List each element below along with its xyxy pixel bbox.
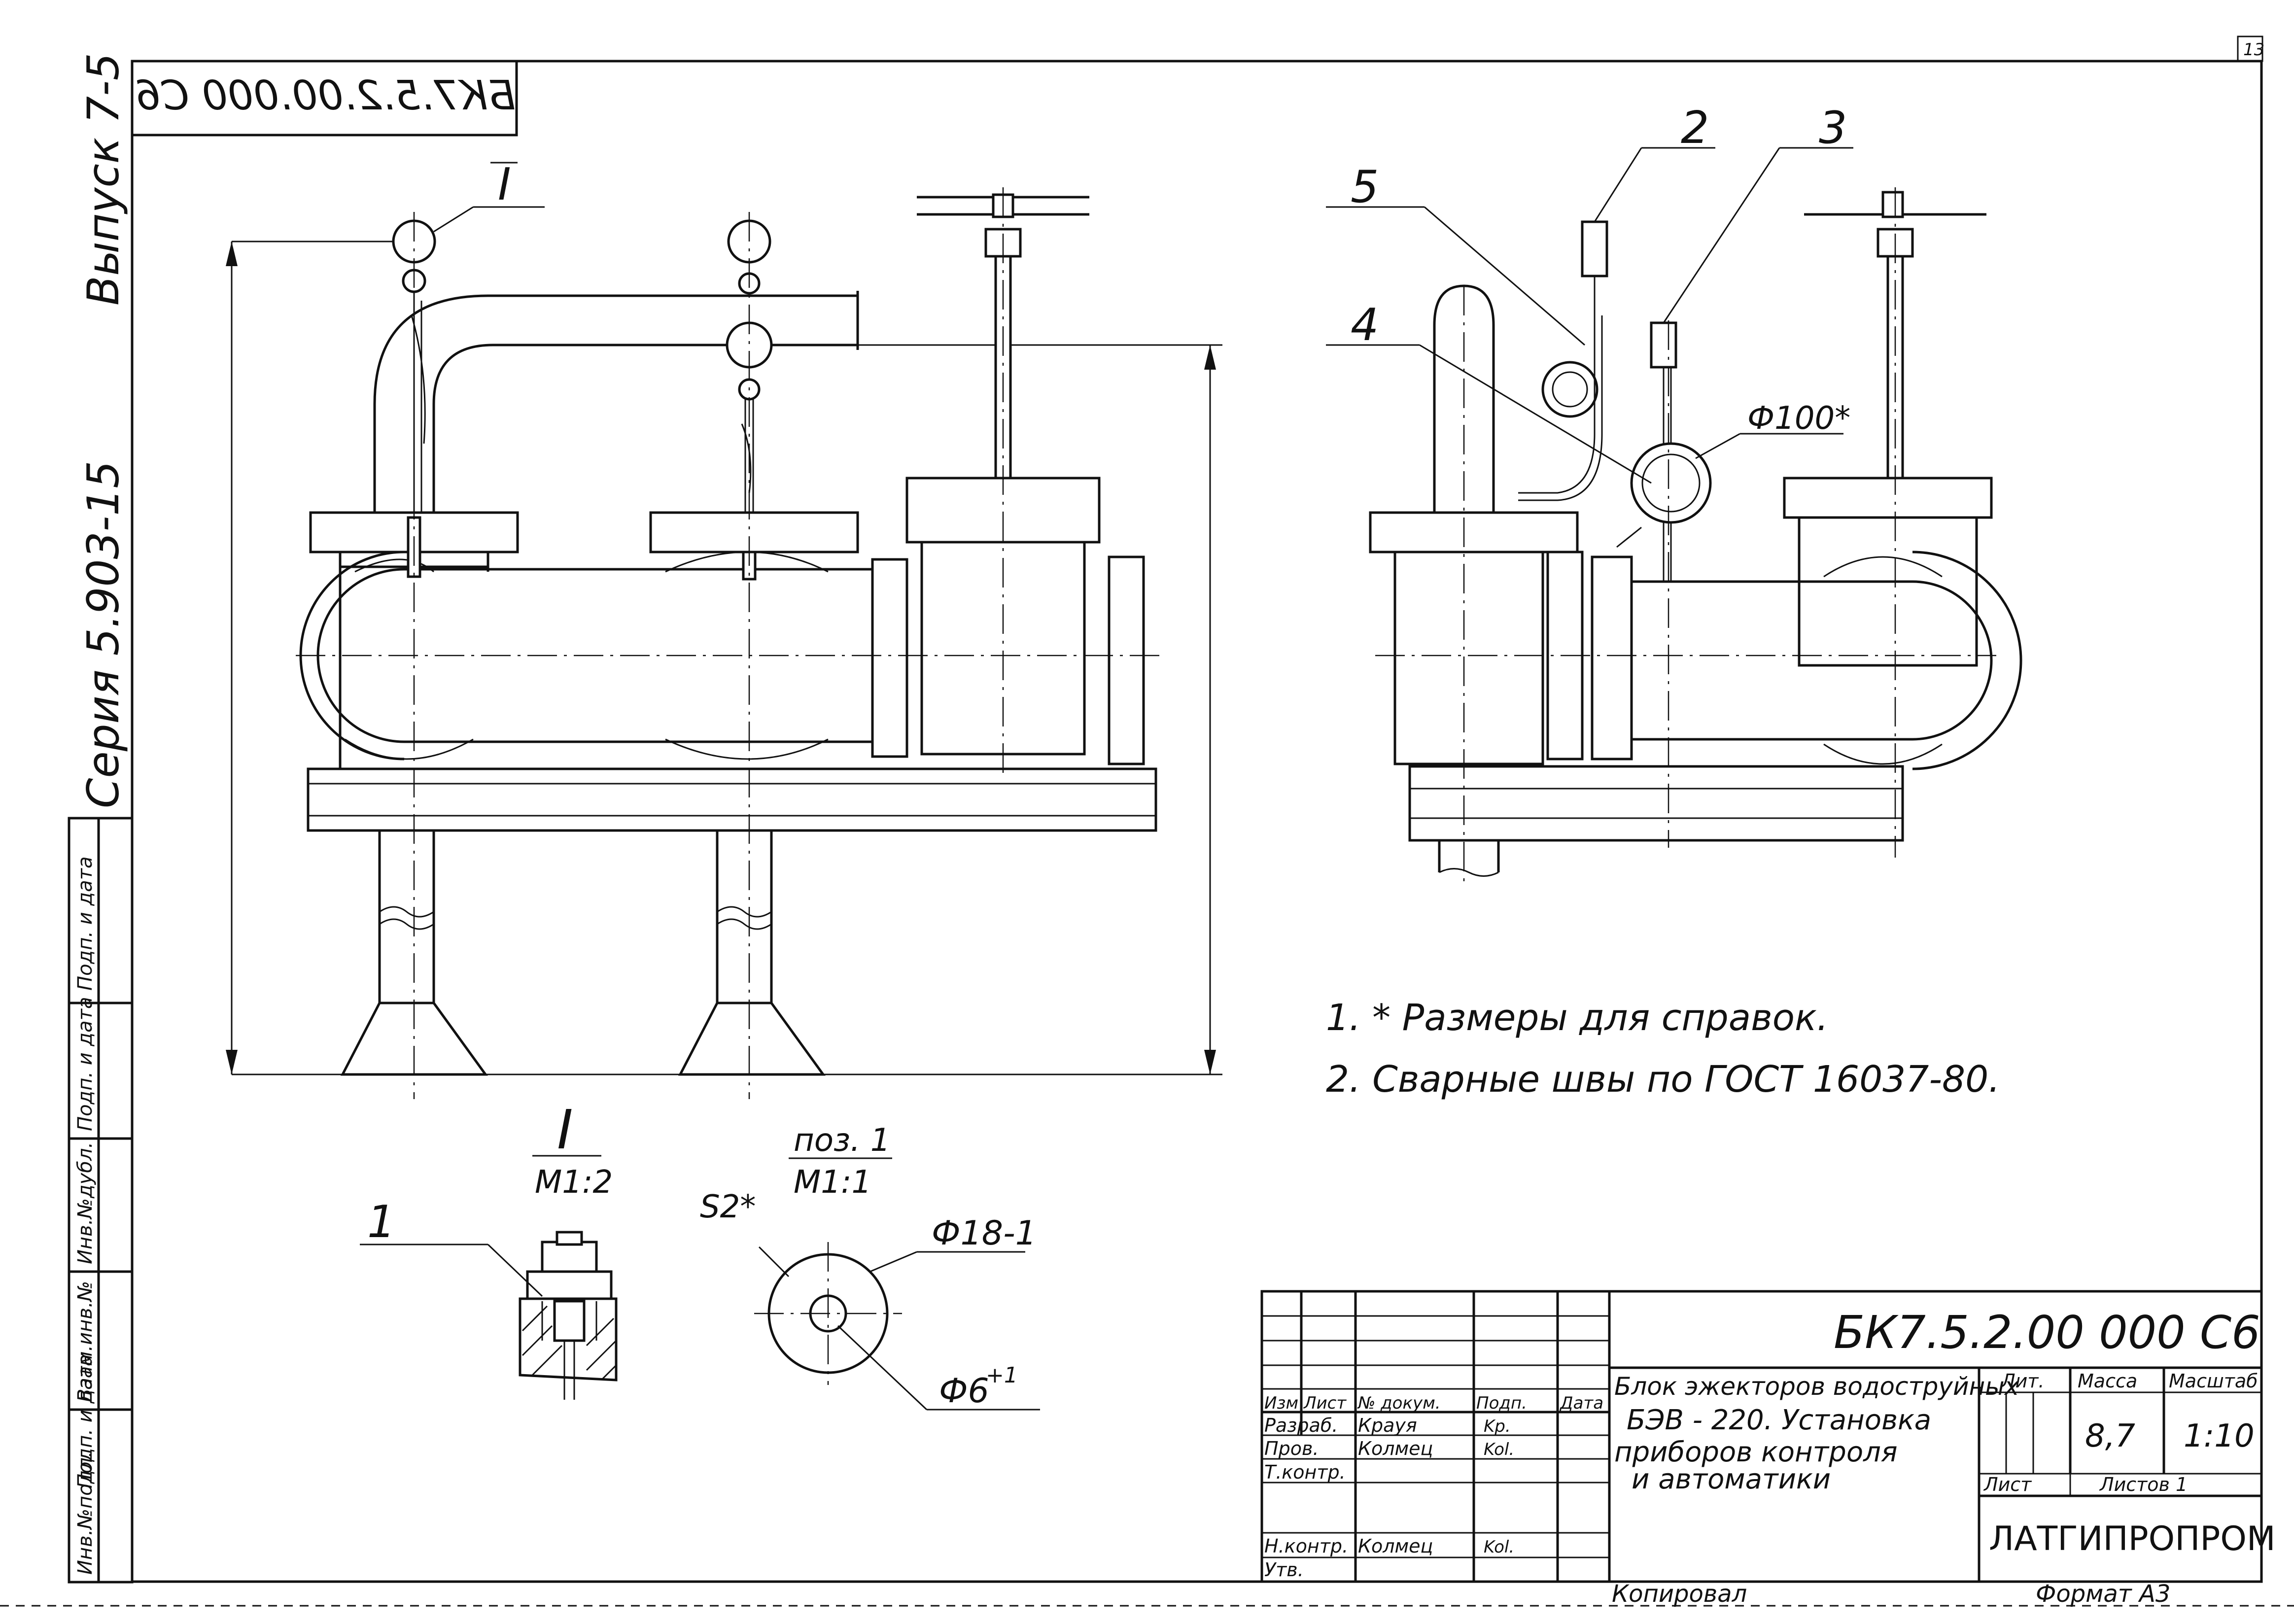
tb-role-developer: Разраб.	[1264, 1415, 1338, 1436]
stamp-cell-sign-3: Подп. и дата	[74, 857, 97, 991]
pos-2-label: 2	[1681, 102, 1709, 154]
detail-pos1-d6: Ф6	[939, 1372, 989, 1411]
issue-label: Выпуск 7-5	[78, 53, 129, 306]
view-I-mark: I	[498, 159, 511, 210]
note-1: 1. * Размеры для справок.	[1326, 997, 1828, 1039]
stamp-cell-dup-inv: Инв.№дубл.	[74, 1142, 97, 1264]
series-label: Серия 5.903-15	[78, 461, 129, 808]
tb-mass-value: 8,7	[2085, 1418, 2135, 1454]
tb-title-line-1: Блок эжекторов водоструйных	[1614, 1372, 2019, 1401]
detail-I-title: I	[557, 1098, 573, 1161]
detail-pos1-title: поз. 1	[794, 1122, 890, 1159]
tb-header-date: Дата	[1559, 1393, 1603, 1413]
tb-title-line-3: приборов контроля	[1614, 1436, 1898, 1468]
front-view	[226, 187, 1222, 1099]
footer-copy: Копировал	[1612, 1580, 1747, 1608]
view-I-leader	[433, 206, 474, 233]
tb-header-sheet: Лист	[1303, 1393, 1347, 1413]
tb-name-ncontrol: Колмец	[1358, 1535, 1433, 1557]
detail-pos1-s2: S2*	[700, 1189, 756, 1225]
tb-scale-label: Масштаб	[2169, 1370, 2258, 1392]
tb-mass-label: Масса	[2078, 1370, 2137, 1392]
pos-5-label: 5	[1351, 161, 1379, 213]
tb-name-checker: Колмец	[1358, 1438, 1433, 1459]
tb-sheet-label: Лист	[1983, 1474, 2032, 1495]
tb-sign-developer: Kр.	[1484, 1417, 1511, 1436]
tb-sign-checker: Kol.	[1484, 1440, 1514, 1459]
title-block-doc-code: БК7.5.2.00 000 С6	[1834, 1306, 2260, 1359]
note-2: 2. Сварные швы по ГОСТ 16037-80.	[1326, 1058, 2000, 1101]
stamp-cell-replace-inv: Взам.инв.№	[74, 1281, 97, 1402]
tb-title-line-2: БЭВ - 220. Установка	[1627, 1404, 1931, 1436]
detail-I-scale: М1:2	[535, 1164, 613, 1201]
code-stamp-text: БК7.5.2.00.000 С6	[135, 72, 516, 119]
tb-role-checker: Пров.	[1264, 1438, 1319, 1459]
footer-format: Формат А3	[2036, 1580, 2170, 1608]
detail-pos1-d6-tol: +1	[986, 1363, 1018, 1388]
detail-I-pos: 1	[367, 1196, 395, 1248]
tb-lit-label: Лит.	[2000, 1370, 2045, 1392]
detail-pos1	[754, 1157, 1040, 1411]
tb-role-approved: Утв.	[1264, 1559, 1304, 1581]
tb-sign-ncontrol: Kol.	[1484, 1537, 1514, 1557]
left-stamp	[68, 817, 134, 1584]
stamp-cell-sign-2: Подп. и дата	[74, 997, 97, 1131]
sheet-corner-number: 13	[2243, 40, 2264, 60]
tb-role-ncontrol: Н.контр.	[1264, 1535, 1348, 1557]
side-view-callouts	[1326, 147, 1853, 484]
stamp-cell-sign-1: Подп. и дата	[74, 1354, 97, 1488]
pipe-diameter-label: Ф100*	[1747, 400, 1850, 437]
tb-name-developer: Крауя	[1358, 1415, 1417, 1436]
detail-pos1-d18: Ф18-1	[932, 1214, 1037, 1253]
title-block	[1260, 1290, 2263, 1583]
side-view	[1369, 187, 2022, 887]
tb-organization: ЛАТГИПРОПРОМ	[1989, 1520, 2276, 1558]
detail-pos1-scale: М1:1	[794, 1164, 871, 1201]
tb-title-line-4: и автоматики	[1632, 1463, 1831, 1495]
tb-sheets-label: Листов 1	[2099, 1474, 2188, 1495]
tb-role-tcontrol: Т.контр.	[1264, 1461, 1346, 1483]
tb-header-docnum: № докум.	[1357, 1393, 1441, 1413]
code-stamp: БК7.5.2.00.000 С6	[131, 60, 518, 137]
tb-header-change: Изм	[1264, 1393, 1298, 1413]
pos-3-label: 3	[1819, 102, 1847, 154]
stamp-cell-inv: Инв.№подл.	[74, 1451, 97, 1575]
detail-I	[360, 1155, 618, 1400]
pos-4-label: 4	[1351, 299, 1379, 351]
tb-header-sign: Подп.	[1476, 1393, 1527, 1413]
tb-scale-value: 1:10	[2184, 1418, 2255, 1454]
